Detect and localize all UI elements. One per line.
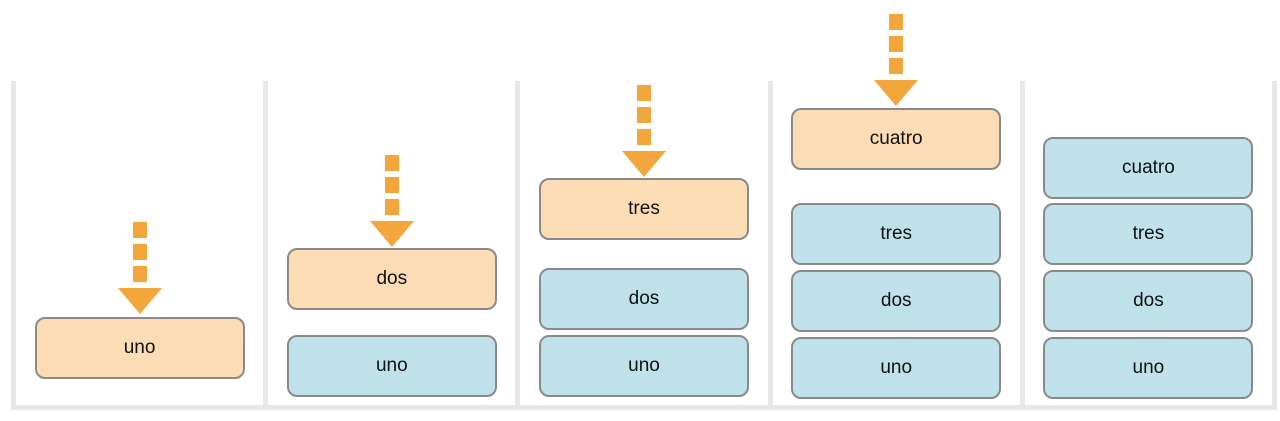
stack-item-uno: uno [539,335,749,397]
arrow-dash [637,129,651,145]
stack-item-uno: uno [1043,337,1254,399]
arrow-dash [132,222,147,238]
stack-item-uno: uno [791,337,1002,399]
stack-item-cuatro: cuatro [791,108,1002,170]
stack-item-tres: tres [1043,203,1254,265]
arrow-dash [132,244,147,260]
arrow-head [117,288,162,314]
arrow-dash [384,199,399,215]
arrow-head [622,151,666,177]
push-down-arrow-icon [874,14,919,106]
stack-item-cuatro: cuatro [1043,137,1254,199]
stack-panel-4: cuatro tres dos uno [773,14,1020,405]
stack-item-dos: dos [539,268,749,330]
arrow-dash [637,107,651,123]
arrow-dash [384,177,399,193]
arrow-dash [637,85,651,101]
panel-divider [515,81,521,405]
stack-item-tres: tres [539,178,749,240]
arrow-dash [889,58,904,74]
arrow-dash [889,14,904,30]
stack-panel-2: dos uno [268,81,515,405]
arrow-dash [384,155,399,171]
arrow-dash [132,266,147,282]
arrow-dash [889,36,904,52]
arrow-head [874,80,919,106]
arrow-head [369,221,414,247]
stack-panel-5: cuatro tres dos uno [1025,81,1272,405]
diagram-frame: uno dos uno tres dos uno [11,14,1277,410]
stack-item-dos: dos [286,248,497,310]
stack-item-tres: tres [791,203,1002,265]
panel-divider [767,81,773,405]
stack-item-uno: uno [34,317,245,379]
stack-panel-3: tres dos uno [520,81,767,405]
panel-divider [263,81,269,405]
stack-item-uno: uno [286,335,497,397]
stack-item-dos: dos [791,270,1002,332]
push-down-arrow-icon [369,155,414,247]
panel-divider [1019,81,1025,405]
push-down-arrow-icon [622,85,666,177]
stack-panel-1: uno [16,81,263,405]
stack-item-dos: dos [1043,270,1254,332]
push-down-arrow-icon [117,222,162,314]
